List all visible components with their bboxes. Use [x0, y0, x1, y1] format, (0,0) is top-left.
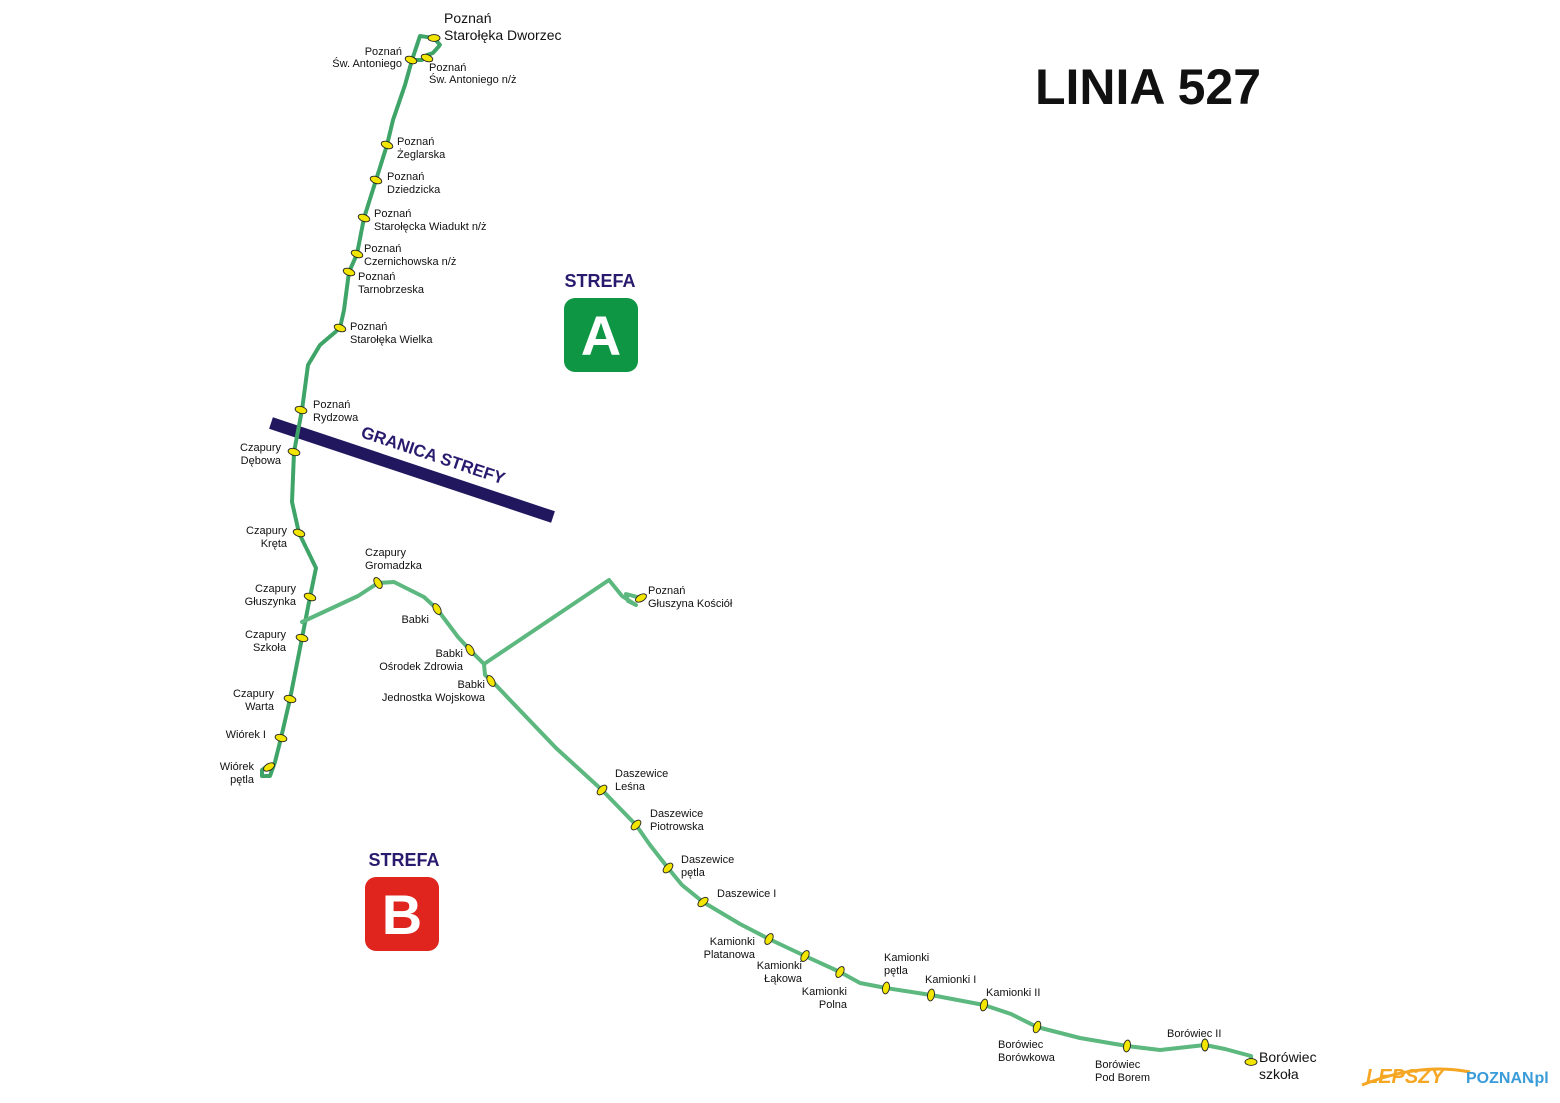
stop-marker [373, 577, 383, 589]
zone-a-heading: STREFA [564, 271, 635, 291]
route-branch-gluszyna [482, 578, 643, 666]
zone-a-badge [564, 298, 638, 372]
stop-marker [263, 762, 275, 772]
stop-marker [596, 784, 608, 796]
stop-marker [662, 862, 674, 874]
stop-label: Daszewice I [717, 888, 776, 900]
zone-b-letter: B [382, 883, 422, 946]
stop-marker [465, 644, 475, 656]
stop-label: Babki [401, 614, 429, 626]
watermark-part1: LEPSZY [1366, 1066, 1445, 1088]
stop-marker [420, 53, 434, 63]
zone-b-badge [365, 877, 439, 951]
route-branch-babki [300, 580, 1253, 1064]
stop-marker [927, 988, 935, 1002]
stop-label: Wiórek I [226, 729, 266, 741]
stop-marker [303, 592, 317, 602]
stop-marker [287, 447, 301, 457]
stop-label: Borówiec II [1167, 1028, 1221, 1040]
zone-border-line [269, 417, 555, 523]
stop-marker [292, 528, 306, 538]
stop-marker [882, 981, 890, 995]
stop-marker [427, 34, 441, 42]
stop-label: Kamionki II [986, 987, 1040, 999]
stop-marker [697, 896, 709, 908]
stop-marker [357, 213, 371, 223]
stop-marker [333, 323, 347, 333]
stop-marker [1244, 1058, 1258, 1066]
stop-marker [635, 593, 647, 603]
stop-marker [294, 405, 308, 415]
watermark-part3: .pl [1530, 1070, 1549, 1087]
stop-marker [1032, 1020, 1042, 1034]
stop-marker [764, 933, 774, 945]
stop-marker [350, 249, 364, 259]
stop-label: Kamionki I [925, 974, 976, 986]
zone-b-heading: STREFA [368, 850, 439, 870]
zone-a-letter: A [581, 304, 621, 367]
stop-marker [283, 694, 297, 704]
stop-marker [369, 175, 383, 185]
map-title: LINIA 527 [1035, 59, 1261, 115]
watermark-swoosh [1361, 1067, 1471, 1087]
stop-marker [295, 633, 309, 643]
stop-marker [979, 998, 989, 1012]
stop-marker [274, 733, 288, 743]
stop-marker [486, 675, 496, 687]
stop-marker [835, 966, 845, 978]
stop-marker [404, 55, 418, 65]
stop-markers [263, 34, 1258, 1066]
stop-marker [1201, 1038, 1209, 1052]
stop-marker [1123, 1039, 1131, 1053]
stop-marker [630, 819, 642, 831]
stop-marker [432, 603, 442, 615]
watermark-part2: POZNAN [1466, 1070, 1534, 1087]
stop-marker [380, 140, 394, 150]
stop-marker [800, 950, 810, 962]
stop-marker [342, 267, 356, 277]
watermark-logo: LEPSZY POZNAN .pl [1361, 1066, 1549, 1088]
